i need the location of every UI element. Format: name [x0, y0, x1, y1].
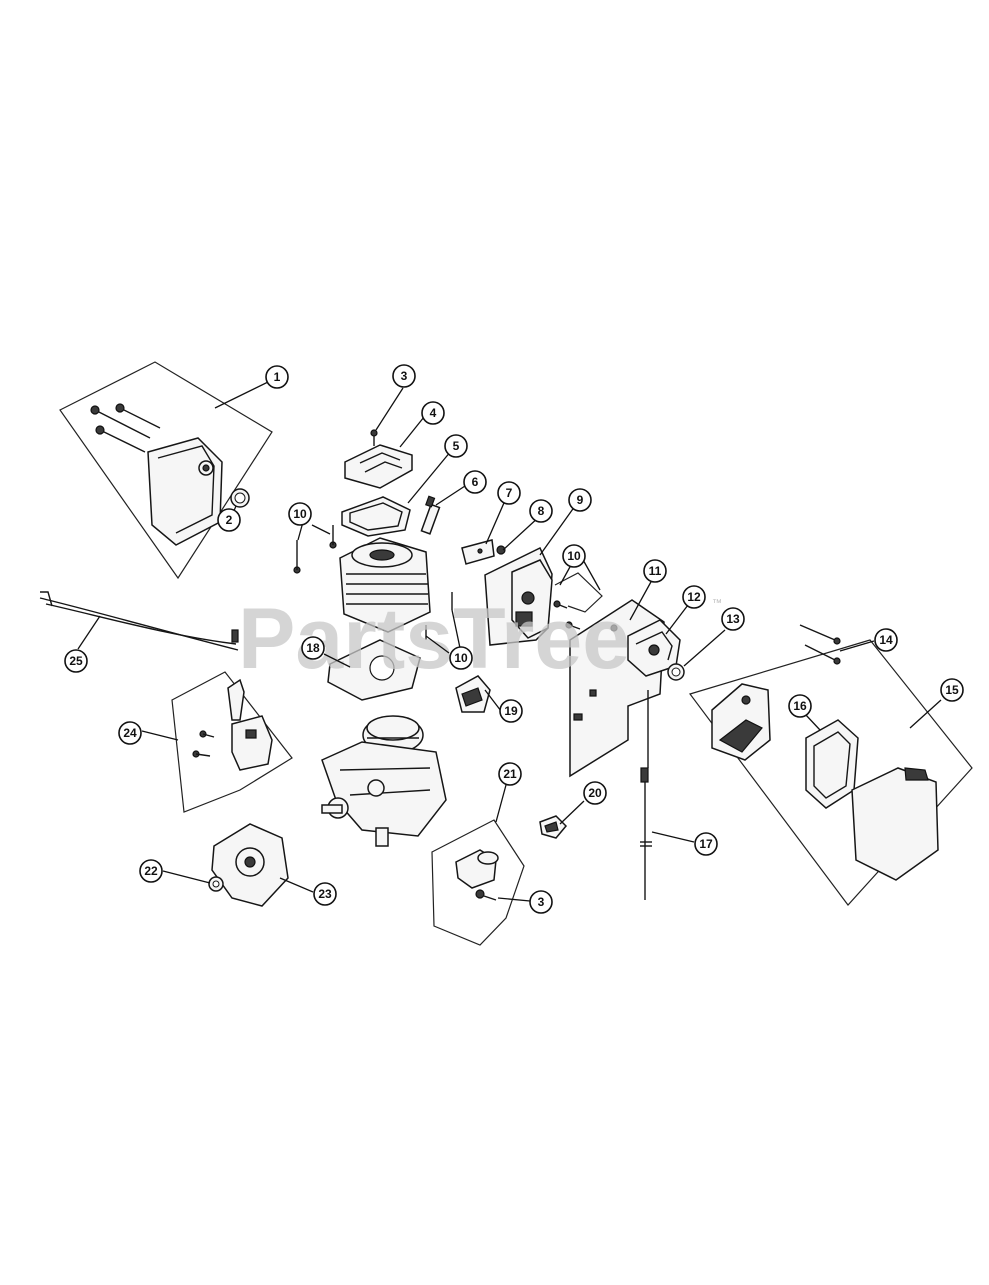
muffler-kit-frame	[59, 361, 273, 580]
callout-6: 6	[463, 470, 487, 494]
callout-18: 18	[301, 636, 325, 660]
callout-24: 24	[118, 721, 142, 745]
ignition-module	[231, 715, 273, 771]
air-filter-kit-frame	[689, 639, 973, 906]
leader-lines	[77, 380, 942, 902]
callout-14: 14	[874, 628, 898, 652]
svg-text:5: 5	[453, 439, 460, 453]
carburetor-plate	[569, 599, 685, 900]
spark-plug	[420, 503, 441, 535]
intake-elbow-assembly	[431, 819, 525, 946]
svg-text:7: 7	[506, 486, 513, 500]
callout-23: 23	[313, 882, 337, 906]
ignition-kit-frame	[171, 671, 293, 813]
callout-20: 20	[583, 781, 607, 805]
callout-8: 8	[529, 499, 553, 523]
callout-21: 21	[498, 762, 522, 786]
callout-9: 9	[568, 488, 592, 512]
watermark-tm: ™	[712, 598, 722, 609]
callout-16: 16	[788, 694, 812, 718]
bolts-group	[553, 572, 603, 630]
callout-22: 22	[139, 859, 163, 883]
svg-text:9: 9	[577, 493, 584, 507]
svg-text:10: 10	[454, 651, 468, 665]
air-filter-cover	[851, 767, 939, 881]
svg-text:10: 10	[293, 507, 307, 521]
callout-5: 5	[444, 434, 468, 458]
svg-text:21: 21	[503, 767, 517, 781]
svg-text:1: 1	[274, 370, 281, 384]
callout-3-elbow-screw: 3	[529, 890, 553, 914]
svg-text:14: 14	[879, 633, 893, 647]
callout-4: 4	[421, 401, 445, 425]
svg-text:12: 12	[687, 590, 701, 604]
svg-text:4: 4	[430, 406, 437, 420]
callout-15: 15	[940, 678, 964, 702]
spark-plug-boot	[227, 678, 245, 721]
svg-text:8: 8	[538, 504, 545, 518]
callout-19: 19	[499, 699, 523, 723]
svg-text:16: 16	[793, 699, 807, 713]
cylinder	[293, 525, 453, 701]
svg-text:20: 20	[588, 786, 602, 800]
callout-7: 7	[497, 481, 521, 505]
cylinder-cover-group	[341, 429, 441, 537]
svg-text:11: 11	[649, 564, 662, 578]
muffler-assembly	[59, 361, 273, 580]
svg-text:17: 17	[699, 837, 713, 851]
callout-10-intake-bolts: 10	[562, 544, 586, 568]
callout-13: 13	[721, 607, 745, 631]
intake-group	[461, 539, 553, 646]
crankcase	[321, 715, 447, 847]
callout-11: 11	[643, 559, 667, 583]
callout-10-cylinder-bolts: 10	[288, 502, 312, 526]
watermark-text: PartsTree	[238, 591, 630, 687]
svg-text:18: 18	[306, 641, 320, 655]
svg-text:24: 24	[123, 726, 137, 740]
callout-17: 17	[694, 832, 718, 856]
svg-text:3: 3	[401, 369, 408, 383]
callout-25: 25	[64, 649, 88, 673]
elbow-kit-frame	[431, 819, 525, 946]
svg-text:6: 6	[472, 475, 479, 489]
cylinder-cover	[344, 444, 413, 489]
svg-text:13: 13	[726, 612, 740, 626]
throttle-cable	[39, 591, 239, 651]
callout-3: 3	[392, 364, 416, 388]
callout-1: 1	[265, 365, 289, 389]
svg-text:15: 15	[945, 683, 959, 697]
ignition-coil-assembly	[171, 671, 293, 813]
svg-text:19: 19	[504, 704, 518, 718]
svg-text:25: 25	[69, 654, 83, 668]
svg-text:23: 23	[318, 887, 332, 901]
svg-text:2: 2	[226, 513, 233, 527]
callout-12: 12	[682, 585, 706, 609]
svg-text:22: 22	[144, 864, 158, 878]
svg-text:3: 3	[538, 895, 545, 909]
svg-text:10: 10	[567, 549, 581, 563]
callout-2: 2	[217, 508, 241, 532]
air-filter-assembly	[689, 624, 973, 906]
callout-10-base-bolts: 10	[449, 646, 473, 670]
cover-gasket	[341, 496, 411, 537]
fan-housing	[208, 823, 289, 907]
